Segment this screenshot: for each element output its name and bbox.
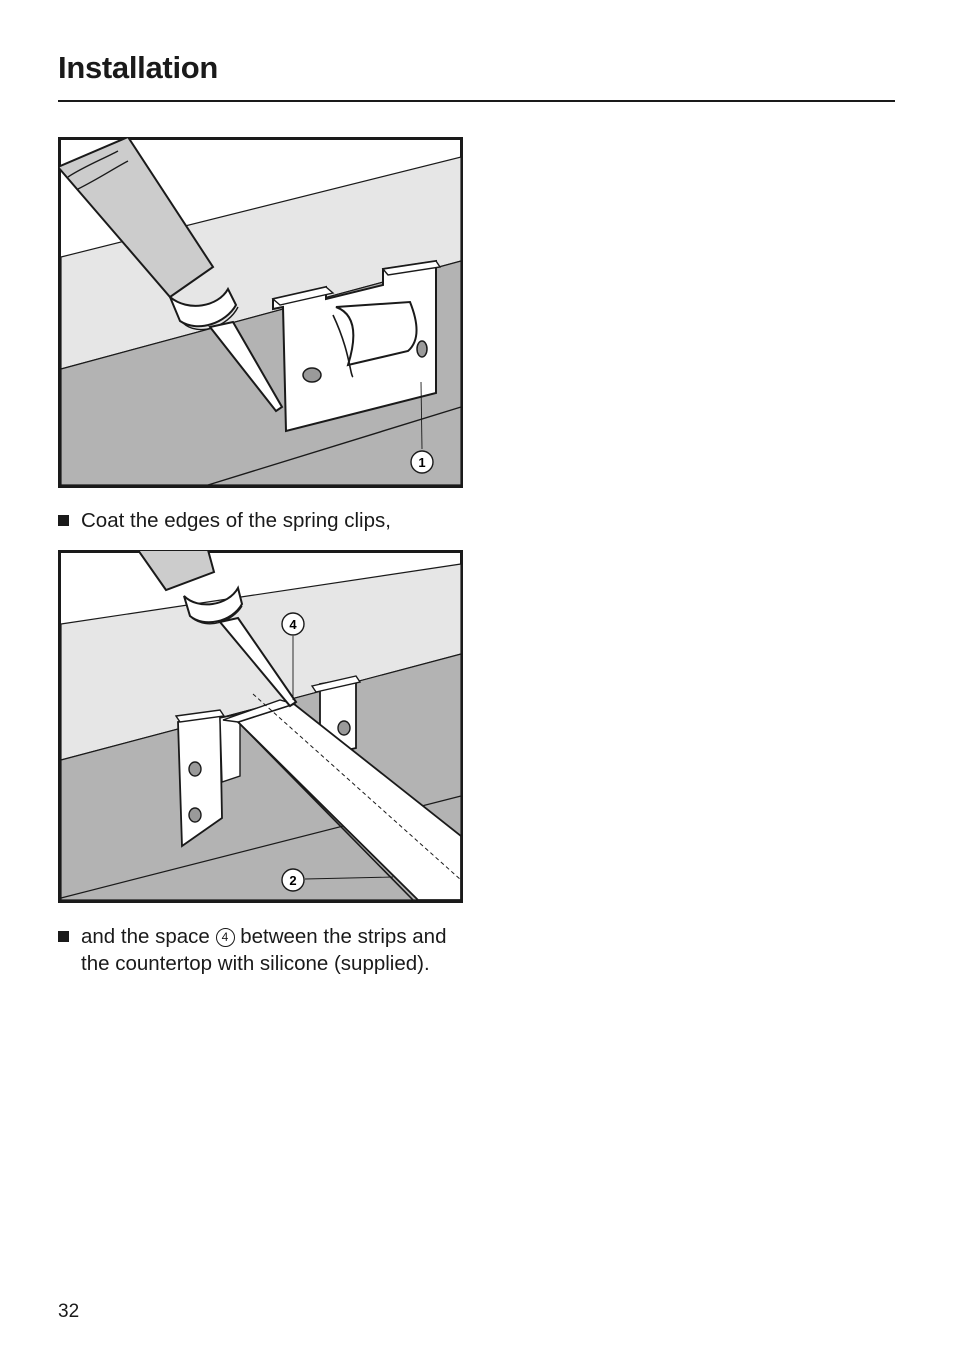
figure-strips: 4 2 [58, 550, 463, 903]
callout-4-label: 4 [289, 617, 297, 632]
inline-callout-4: 4 [215, 928, 235, 947]
bullet-square [58, 931, 69, 942]
callout-1 [410, 450, 434, 474]
instruction-step-2: and the space 4 between the strips and t… [58, 923, 468, 977]
callout-2 [281, 868, 305, 892]
callout-1-label: 1 [418, 455, 425, 470]
strip [222, 693, 462, 901]
title-divider [58, 100, 895, 102]
page-title: Installation [58, 50, 219, 85]
callout-2-label: 2 [289, 873, 296, 888]
figure-spring-clip: 1 [58, 137, 463, 488]
silicone-tube [136, 550, 298, 708]
step-2-text-after: between the strips and the countertop wi… [81, 925, 447, 975]
step-1-text: Coat the edges of the spring clips, [81, 509, 391, 532]
spring-clip-illustration: 1 [58, 137, 463, 488]
strips-illustration: 4 2 [58, 550, 463, 903]
spring-clip [271, 259, 442, 433]
step-2-text-before: and the space [81, 925, 210, 948]
instruction-step-1: Coat the edges of the spring clips, [58, 507, 468, 534]
page-number: 32 [58, 1301, 80, 1322]
spring-clip-left [174, 709, 241, 848]
silicone-tube [58, 137, 284, 413]
bullet-square [58, 515, 69, 526]
callout-4 [281, 612, 305, 636]
